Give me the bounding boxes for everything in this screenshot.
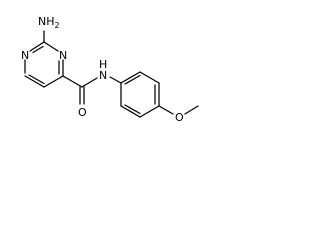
bond-c2-n1-inner: [32, 45, 44, 54]
bond-c5-c4: [43, 75, 64, 88]
bond-carbonyl-amide-n: [81, 77, 98, 88]
bonds: [24, 30, 199, 118]
amide-h-label: H: [99, 58, 107, 71]
bond-c2-n1: [29, 41, 45, 52]
amide-n-label: N: [99, 69, 107, 82]
bond-c4-carbonyl: [62, 75, 83, 88]
amino-h-count: 2: [55, 21, 60, 30]
bond-amide-n-phenyl: [109, 76, 122, 84]
bond-ph-c4-c5: [139, 105, 160, 118]
bond-c6-c5-inner: [28, 74, 45, 85]
bond-ph-c5-c6-inner: [124, 104, 141, 115]
chemical-structure: NH2 N N O N H O: [21, 15, 199, 124]
atom-labels: NH2 N N O N H O: [21, 15, 184, 124]
bond-ph-c2-c3: [139, 71, 160, 84]
ring-n3-label: N: [59, 49, 67, 62]
bond-n3-c2: [43, 41, 59, 52]
bond-ph-c5-c6: [120, 105, 141, 118]
bond-ph-c1-c2: [120, 71, 141, 84]
carbonyl-o-label: O: [78, 106, 87, 119]
amino-n-label: NH: [38, 15, 55, 28]
ring-n1-label: N: [21, 49, 29, 62]
bond-ether-o-methyl: [184, 105, 199, 115]
bond-ph-c1-c2-inner: [124, 74, 141, 85]
amino-group-label: NH2: [38, 15, 60, 30]
bond-c6-c5: [24, 75, 45, 88]
bond-ph-ether-o: [158, 105, 174, 115]
ether-o-label: O: [175, 111, 184, 124]
